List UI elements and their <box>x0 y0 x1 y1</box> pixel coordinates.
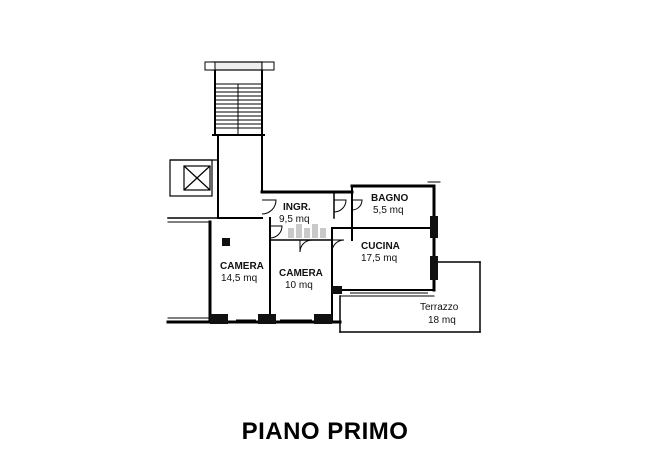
room-area-cucina: 17,5 mq <box>361 253 397 264</box>
room-area-bagno: 5,5 mq <box>373 205 404 216</box>
staircase <box>204 61 275 218</box>
room-name-cucina: CUCINA <box>361 241 400 252</box>
room-name-terrazzo: Terrazzo <box>420 302 459 313</box>
room-area-terrazzo: 18 mq <box>428 315 456 326</box>
floor-title: PIANO PRIMO <box>241 418 409 445</box>
room-name-ingresso: INGR. <box>283 202 311 213</box>
room-name-camera-1: CAMERA <box>220 261 264 272</box>
room-area-camera-2: 10 mq <box>285 280 313 291</box>
room-name-camera-2: CAMERA <box>279 268 323 279</box>
watermark-logo <box>288 224 326 238</box>
room-labels: INGR. 9,5 mq BAGNO 5,5 mq CUCINA 17,5 mq… <box>220 193 459 326</box>
doors <box>261 199 363 253</box>
room-name-bagno: BAGNO <box>371 193 408 204</box>
room-area-ingresso: 9,5 mq <box>279 214 310 225</box>
room-area-camera-1: 14,5 mq <box>221 273 257 284</box>
wall-pillars <box>210 216 438 324</box>
lift-shaft <box>169 159 218 197</box>
windows <box>236 289 428 321</box>
